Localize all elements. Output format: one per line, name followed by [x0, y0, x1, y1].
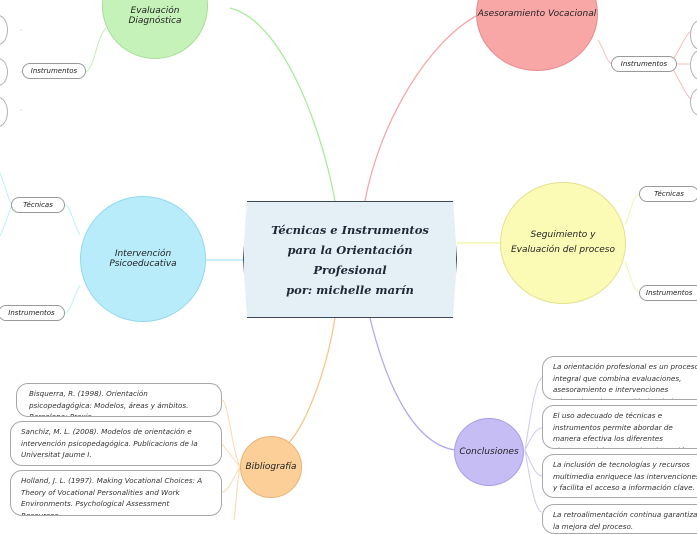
branch-seguimiento-label: Seguimiento y Evaluación del proceso: [511, 230, 615, 255]
seguimiento-instrumentos-node[interactable]: Instrumentos: [639, 285, 697, 301]
branch-evaluacion-label: Evaluación Diagnóstica: [128, 6, 182, 26]
central-topic[interactable]: Técnicas e Instrumentos para la Orientac…: [243, 201, 457, 318]
intervencion-instrumentos-node[interactable]: Instrumentos: [0, 305, 65, 321]
connector-seguimiento-instrumentos: [624, 261, 641, 294]
conclusion-item-1[interactable]: La orientación profesional es un proceso…: [542, 356, 697, 400]
connector-asesoramiento-instrumentos: [597, 39, 613, 65]
conclusion-text: La orientación profesional es un proceso…: [553, 362, 697, 399]
connector-seguimiento-tecnicas: [624, 193, 641, 226]
seguimiento-instrumentos-label: Instrumentos: [646, 289, 693, 297]
conclusion-item-4[interactable]: La retroalimentación continua garantiza …: [542, 504, 697, 534]
asesoramiento-instrumentos-label: Instrumentos: [620, 60, 668, 68]
evaluacion-instrumentos-node[interactable]: Instrumentos: [22, 63, 86, 79]
branch-conclusiones[interactable]: Conclusiones: [454, 418, 524, 486]
connector-evaluacion: [229, 7, 336, 202]
seguimiento-tecnicas-label: Técnicas: [654, 190, 684, 198]
branch-bibliografia-label: Bibliografía: [245, 462, 297, 472]
intervencion-instrumentos-label: Instrumentos: [8, 309, 55, 317]
branch-intervencion-label: Intervención Psicoeducativa: [109, 249, 177, 269]
asesoramiento-instrumentos-node[interactable]: Instrumentos: [611, 56, 677, 72]
intervencion-tecnicas-node[interactable]: Técnicas: [11, 197, 65, 213]
reference-text: Holland, J. L. (1997). Making Vocational…: [21, 476, 203, 516]
evaluacion-instrumentos-label: Instrumentos: [30, 67, 78, 75]
connector-bibliografia: [279, 317, 336, 451]
branch-bibliografia[interactable]: Bibliografía: [240, 436, 302, 498]
connector-bibliografia-refs: [221, 399, 241, 520]
branch-conclusiones-label: Conclusiones: [459, 447, 519, 457]
connector-conclusiones: [369, 317, 456, 451]
intervencion-tecnicas-label: Técnicas: [23, 201, 53, 209]
conclusion-text: El uso adecuado de técnicas e instrument…: [553, 411, 691, 448]
central-title-line-2: para la Orientación: [287, 242, 413, 257]
central-author: por: michelle marín: [286, 282, 414, 297]
reference-text: Bisquerra, R. (1998). Orientación psicop…: [29, 389, 189, 417]
conclusion-text: La inclusión de tecnologías y recursos m…: [553, 460, 697, 492]
connector-intervencion-tecnicas: [64, 204, 81, 236]
connector-evaluacion-instrumentos: [84, 27, 107, 73]
branch-asesoramiento-label: Asesoramiento Vocacional: [477, 9, 597, 19]
reference-text: Sanchiz, M. L. (2008). Modelos de orient…: [21, 427, 198, 459]
connector-asesoramiento: [364, 14, 479, 202]
branch-seguimiento-evaluacion[interactable]: Seguimiento y Evaluación del proceso: [500, 182, 626, 304]
bibliografia-reference-2[interactable]: Sanchiz, M. L. (2008). Modelos de orient…: [10, 421, 222, 466]
connector-intervencion-instrumentos: [64, 284, 81, 314]
conclusion-item-2[interactable]: El uso adecuado de técnicas e instrument…: [542, 405, 697, 449]
branch-intervencion-psicoeducativa[interactable]: Intervención Psicoeducativa: [80, 196, 206, 322]
bibliografia-reference-1[interactable]: Bisquerra, R. (1998). Orientación psicop…: [16, 383, 222, 417]
central-title-line-1: Técnicas e Instrumentos: [271, 222, 429, 237]
connector-conclusiones-items: [524, 377, 543, 513]
bibliografia-reference-3[interactable]: Holland, J. L. (1997). Making Vocational…: [10, 470, 222, 516]
connector-lines: [0, 7, 693, 520]
conclusion-text: La retroalimentación continua garantiza …: [553, 510, 697, 531]
conclusion-item-3[interactable]: La inclusión de tecnologías y recursos m…: [542, 454, 697, 498]
central-title-line-3: Profesional: [313, 262, 387, 277]
seguimiento-tecnicas-node[interactable]: Técnicas: [639, 186, 697, 202]
